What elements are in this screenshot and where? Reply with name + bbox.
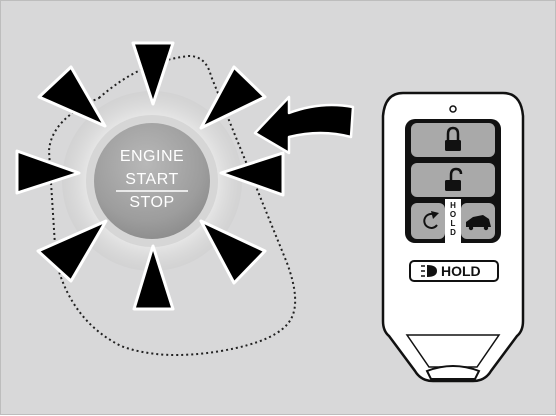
flash-indicator-left (15, 149, 81, 195)
flash-indicator-bottom (132, 244, 175, 311)
hold-small-label: HOLD (449, 201, 457, 237)
flash-indicator-top-right (199, 65, 267, 130)
remote-start-button[interactable] (411, 203, 445, 239)
padlock-closed-icon (445, 126, 461, 151)
key-fob-indicator-led (449, 105, 457, 113)
engine-start-stop-button[interactable] (94, 123, 210, 239)
flash-indicator-right (219, 151, 285, 197)
dotted-range-outline (47, 54, 297, 356)
padlock-open-icon (445, 167, 463, 191)
flash-indicator-top (131, 41, 175, 106)
start-label: START (125, 171, 179, 188)
flash-indicator-top-left (37, 65, 107, 128)
car-trunk-icon (466, 215, 491, 231)
stop-label: STOP (129, 194, 175, 211)
hold-pill-label: HOLD (441, 263, 481, 279)
curved-arrow-icon (253, 95, 355, 155)
engine-label: ENGINE (119, 148, 185, 165)
flash-indicators (15, 41, 285, 311)
key-fob-key-slot (425, 365, 481, 380)
hold-divider-strip (445, 199, 461, 243)
circular-arrow-icon (423, 211, 439, 229)
key-fob-bottom-cap (405, 334, 501, 368)
flash-indicator-bottom-right (199, 219, 267, 285)
lights-icon (421, 265, 437, 277)
flash-indicator-bottom-left (36, 219, 108, 283)
